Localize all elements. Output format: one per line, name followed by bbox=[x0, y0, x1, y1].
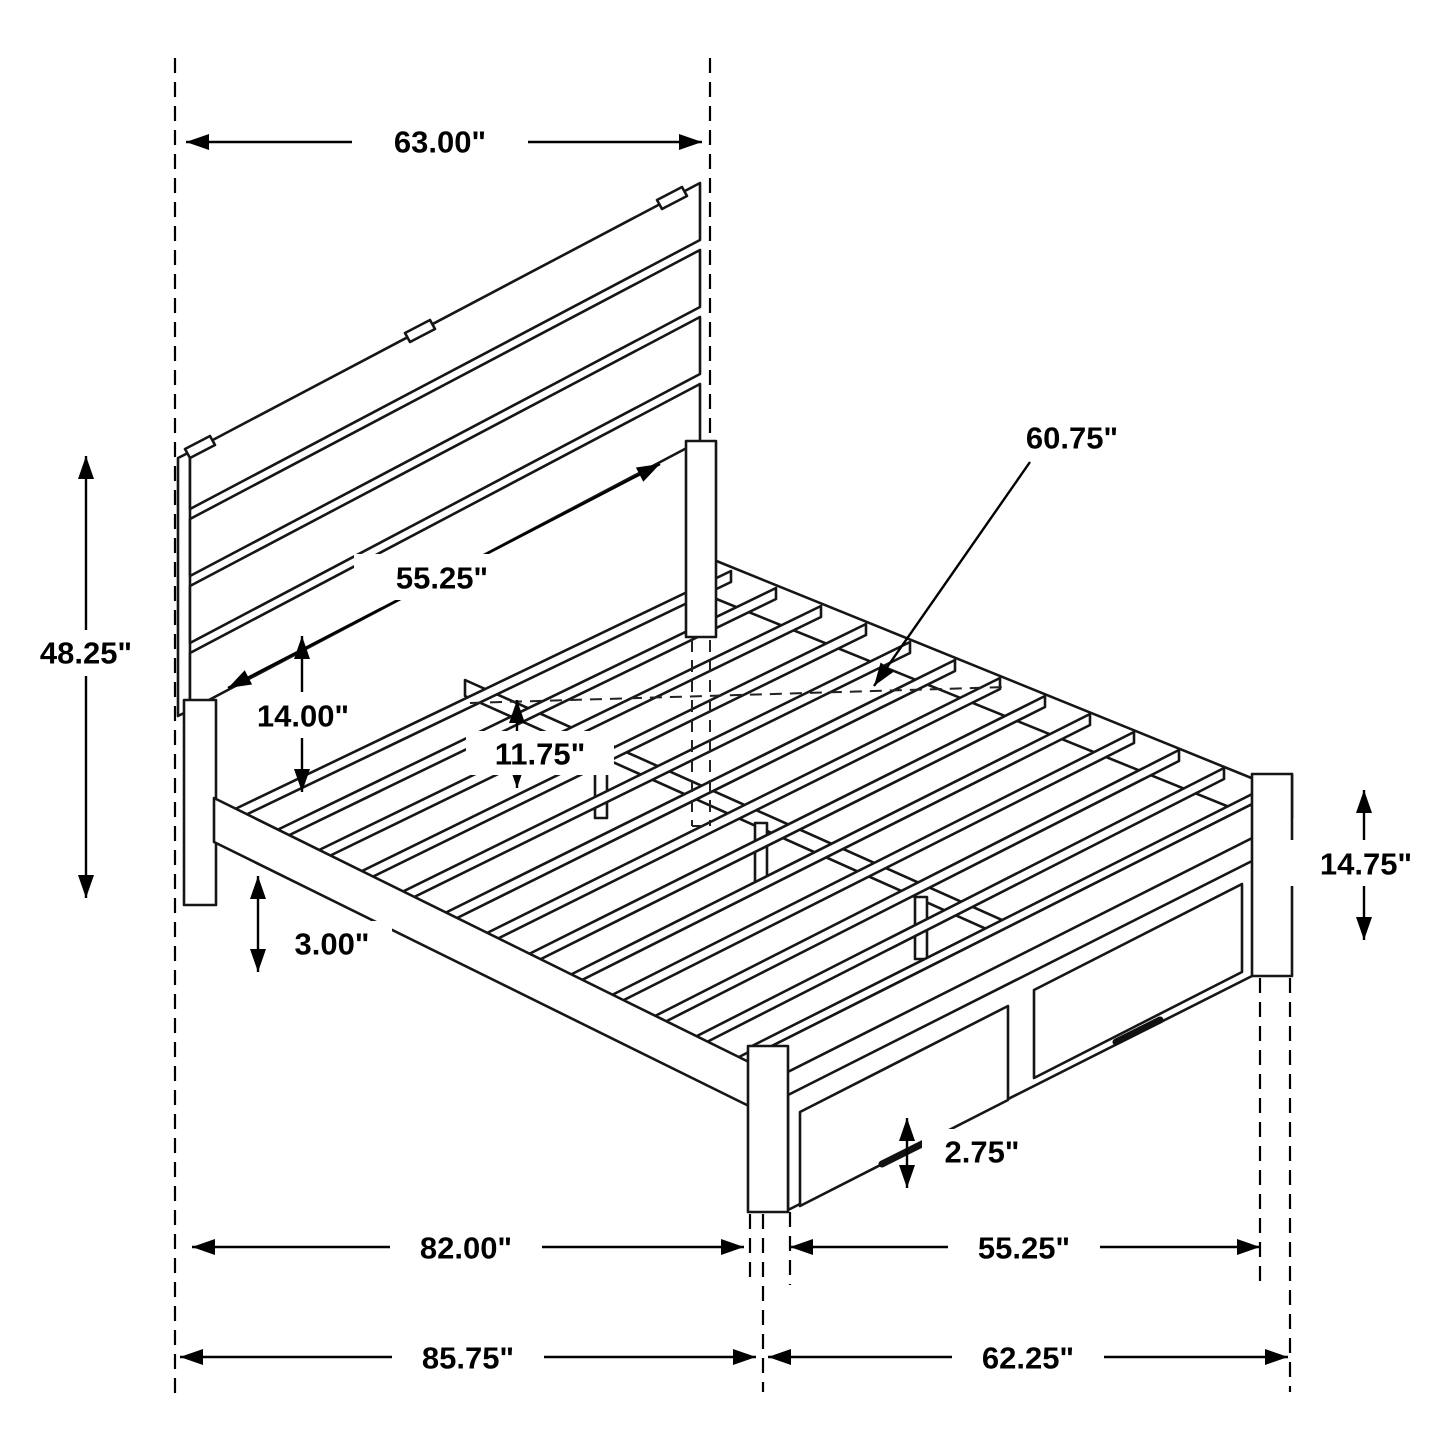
storage-drawer-front[interactable] bbox=[1032, 882, 1244, 1080]
headboard-edge bbox=[176, 450, 192, 718]
headboard-left-post bbox=[182, 698, 218, 907]
storage-drawer-front[interactable] bbox=[798, 1004, 1010, 1208]
headboard-clip bbox=[655, 185, 689, 211]
dim-label-slat-height: 11.75" bbox=[495, 737, 586, 772]
extension-lines bbox=[173, 58, 1292, 1395]
slat-length-reference-line bbox=[469, 686, 1009, 704]
footboard-far-leg bbox=[1250, 772, 1294, 978]
dim-label-overall-length: 85.75" bbox=[422, 1341, 514, 1376]
headboard-right-post bbox=[684, 439, 718, 639]
headboard-clip bbox=[403, 318, 437, 344]
dim-label-headboard-width: 63.00" bbox=[394, 125, 486, 160]
dim-label-footboard-height: 14.75" bbox=[1320, 847, 1412, 882]
dim-label-footboard-width: 55.25" bbox=[978, 1231, 1070, 1266]
footboard-front-leg bbox=[746, 1044, 790, 1214]
dim-label-headboard-panel-width: 55.25" bbox=[396, 561, 488, 596]
hidden-rear-leg bbox=[691, 640, 711, 827]
dim-label-headboard-clearance: 14.00" bbox=[257, 699, 349, 734]
headboard bbox=[176, 181, 702, 718]
dim-label-headboard-height: 48.25" bbox=[40, 636, 132, 671]
leader-slat-length bbox=[873, 461, 1031, 687]
dim-label-frame-length: 82.00" bbox=[420, 1231, 512, 1266]
dim-label-rail-clearance: 3.00" bbox=[294, 927, 369, 962]
dimension-labels: 63.00" 48.25" 55.25" 14.00" 11.75" 60.75… bbox=[12, 118, 1442, 1380]
dim-label-overall-width: 62.25" bbox=[982, 1341, 1074, 1376]
dim-label-drawer-clearance: 2.75" bbox=[944, 1135, 1019, 1170]
drawer-handle[interactable] bbox=[1112, 1016, 1164, 1046]
headboard-plank bbox=[188, 181, 702, 511]
dim-label-slat-length: 60.75" bbox=[1026, 421, 1118, 456]
headboard-clip bbox=[183, 434, 217, 460]
